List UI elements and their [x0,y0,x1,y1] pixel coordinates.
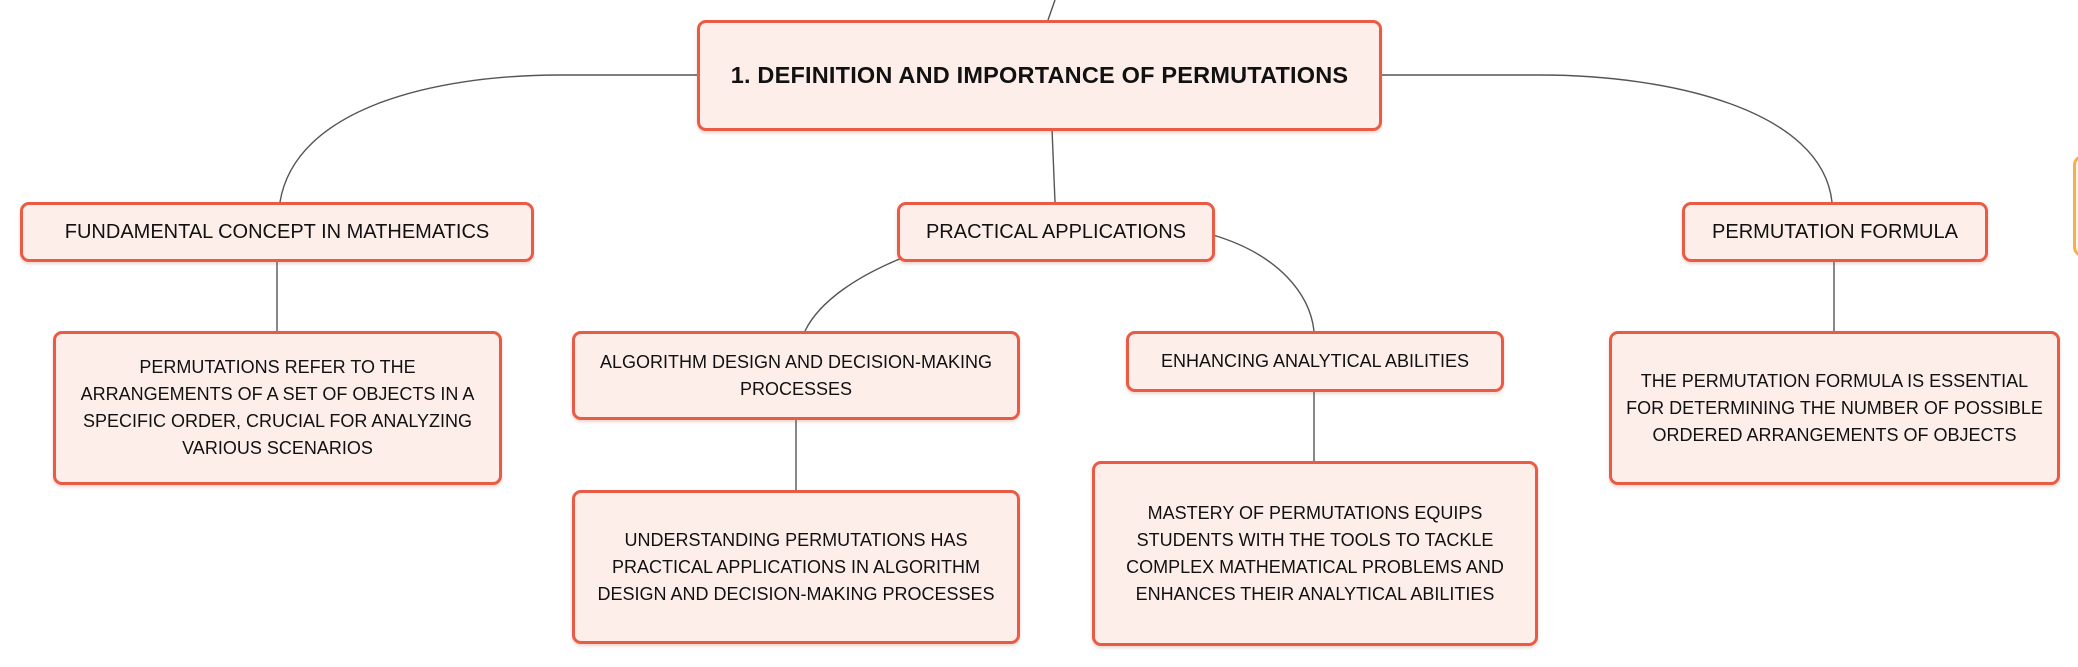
root-node-label: 1. DEFINITION AND IMPORTANCE OF PERMUTAT… [730,62,1349,88]
leaf-node-label: MASTERY OF PERMUTATIONS EQUIPS STUDENTS … [1126,502,1504,604]
connector-practical-to-algorithm [804,257,903,332]
leaf-node-label: PERMUTATIONS REFER TO THE ARRANGEMENTS O… [80,357,475,458]
connector-parent-to-root [1047,0,1056,21]
branch-node-label: PRACTICAL APPLICATIONS [925,220,1187,243]
connector-practical-to-analytical [1212,234,1315,332]
leaf-node-label: THE PERMUTATION FORMULA IS ESSENTIAL FOR… [1626,370,2043,445]
sub-node-label: ENHANCING ANALYTICAL ABILITIES [1160,351,1470,371]
leaf-node-algorithm-detail[interactable]: UNDERSTANDING PERMUTATIONS HAS PRACTICAL… [572,490,1020,644]
leaf-node-analytical-detail[interactable]: MASTERY OF PERMUTATIONS EQUIPS STUDENTS … [1092,461,1538,646]
connector-root-to-fundamental [279,74,697,203]
branch-node-label: PERMUTATION FORMULA [1712,220,1958,243]
branch-node-practical-applications[interactable]: PRACTICAL APPLICATIONS [897,202,1215,262]
sub-node-label: ALGORITHM DESIGN AND DECISION-MAKING PRO… [599,351,993,399]
leaf-node-fundamental-detail[interactable]: PERMUTATIONS REFER TO THE ARRANGEMENTS O… [53,331,502,485]
sub-node-algorithm-design[interactable]: ALGORITHM DESIGN AND DECISION-MAKING PRO… [572,331,1020,420]
leaf-node-label: UNDERSTANDING PERMUTATIONS HAS PRACTICAL… [597,529,995,604]
root-node[interactable]: 1. DEFINITION AND IMPORTANCE OF PERMUTAT… [697,20,1382,131]
branch-node-permutation-formula[interactable]: PERMUTATION FORMULA [1682,202,1988,262]
leaf-node-formula-detail[interactable]: THE PERMUTATION FORMULA IS ESSENTIAL FOR… [1609,331,2060,485]
branch-node-fundamental-concept[interactable]: FUNDAMENTAL CONCEPT IN MATHEMATICS [20,202,534,262]
sub-node-enhancing-analytical[interactable]: ENHANCING ANALYTICAL ABILITIES [1126,331,1504,392]
connector-root-to-formula [1381,74,1833,203]
connector-root-to-practical [1051,128,1056,203]
branch-node-label: FUNDAMENTAL CONCEPT IN MATHEMATICS [64,220,490,243]
offscreen-node-edge[interactable] [2073,155,2078,257]
